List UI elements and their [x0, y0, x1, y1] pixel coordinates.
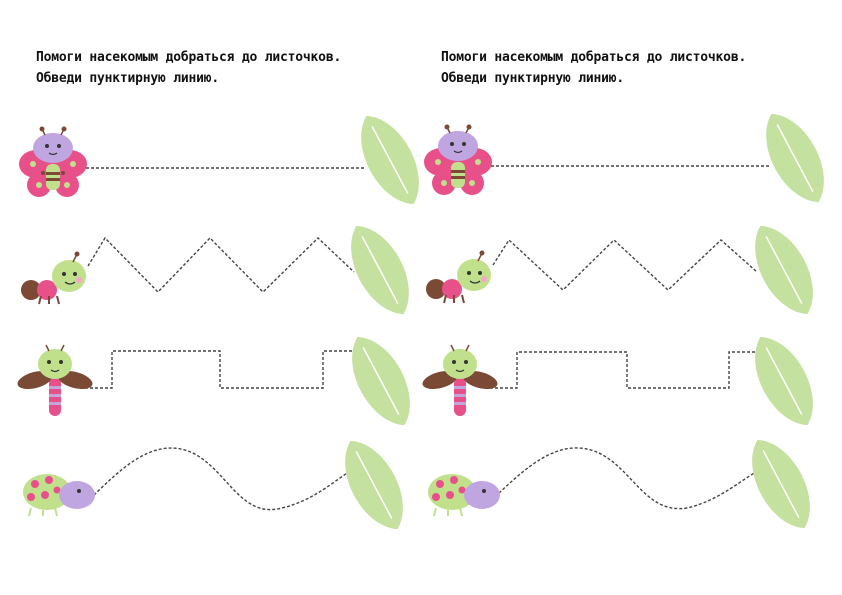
trace-line-zigzag[interactable] [87, 236, 355, 294]
dragonfly-icon [422, 344, 498, 416]
leaf-icon [755, 225, 813, 315]
tracing-scene [422, 113, 824, 529]
leaf-icon [766, 113, 824, 203]
instruction-text: Помоги насекомым добраться до листочков.… [36, 47, 341, 89]
leaf-icon [361, 115, 419, 205]
instruction-line-1: Помоги насекомым добраться до листочков. [36, 50, 342, 65]
trace-line-square-wave[interactable] [485, 351, 783, 389]
leaf-icon [352, 336, 410, 426]
butterfly-icon [424, 124, 492, 195]
worksheet-panel-right: Помоги насекомым добраться до листочков.… [421, 0, 842, 595]
dragonfly-icon [17, 344, 93, 416]
ant-icon [426, 250, 491, 304]
trace-line-zigzag[interactable] [492, 238, 758, 291]
ant-icon [21, 251, 86, 305]
ladybug-icon [428, 474, 500, 517]
trace-line-wave[interactable] [498, 447, 764, 510]
instruction-text: Помоги насекомым добраться до листочков.… [441, 47, 746, 89]
worksheet-panel-left: Помоги насекомым добраться до листочков.… [17, 47, 419, 530]
leaf-icon [755, 336, 813, 426]
trace-line-wave[interactable] [93, 447, 353, 511]
instruction-line-1: Помоги насекомым добраться до листочков. [441, 50, 747, 65]
butterfly-icon [19, 126, 87, 197]
instruction-line-2: Обведи пунктирную линию. [36, 71, 220, 86]
trace-line-square-wave[interactable] [80, 350, 378, 389]
instruction-line-2: Обведи пунктирную линию. [441, 71, 625, 86]
leaf-icon [351, 225, 409, 315]
leaf-icon [752, 439, 810, 529]
ladybug-icon [23, 474, 95, 517]
leaf-icon [345, 440, 403, 530]
tracing-scene [17, 115, 419, 530]
